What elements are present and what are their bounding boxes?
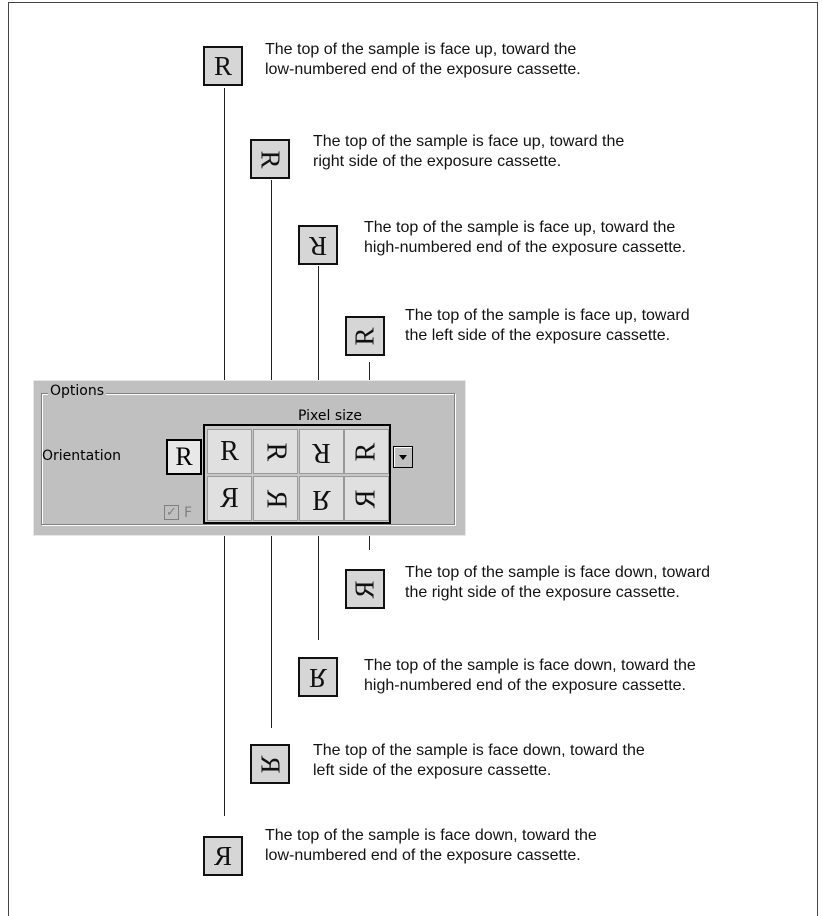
pixel-size-label: Pixel size [298, 408, 362, 424]
chevron-down-icon [399, 454, 407, 460]
checkbox-disabled: ✓ [164, 505, 179, 520]
orientation-option-face-up-low[interactable]: R [207, 429, 252, 474]
orientation-option-face-up-right[interactable]: R [253, 429, 298, 474]
options-group-title: Options [48, 383, 107, 399]
orientation-option-face-up-left[interactable]: R [344, 429, 389, 474]
pixel-size-dropdown-arrow[interactable] [393, 446, 413, 468]
callout-text-face-down-high: The top of the sample is face down, towa… [364, 657, 696, 694]
callout-icon-face-up-left: R [345, 316, 385, 356]
orientation-option-face-down-high[interactable]: R [299, 476, 344, 521]
checkbox-label-fragment: F [184, 505, 193, 521]
orientation-option-face-up-high[interactable]: R [299, 429, 344, 474]
callout-text-face-down-right: The top of the sample is face down, towa… [405, 564, 711, 601]
callout-text-face-up-left: The top of the sample is face up, toward… [405, 307, 690, 344]
callout-text-face-up-high: The top of the sample is face up, toward… [364, 219, 686, 256]
callout-icon-face-down-left: R [250, 744, 290, 784]
callout-icon-face-up-right: R [250, 139, 290, 179]
orientation-option-face-down-right[interactable]: R [344, 476, 389, 521]
callout-icon-face-down-high: R [298, 657, 338, 697]
callout-text-face-down-low: The top of the sample is face down, towa… [265, 827, 597, 864]
callout-text-face-up-low: The top of the sample is face up, toward… [265, 41, 581, 78]
orientation-button[interactable]: R [166, 439, 202, 475]
callout-icon-face-down-right: R [345, 569, 385, 609]
callout-icon-face-up-low: R [203, 46, 243, 86]
orientation-option-face-down-left[interactable]: R [253, 476, 298, 521]
callout-text-face-up-right: The top of the sample is face up, toward… [313, 133, 625, 170]
orientation-option-face-down-low[interactable]: R [207, 476, 252, 521]
orientation-popup-grid: R R R R R R R R [203, 424, 391, 524]
callout-icon-face-down-low: R [203, 836, 243, 876]
callout-icon-face-up-high: R [298, 225, 338, 265]
orientation-label: Orientation [42, 448, 122, 464]
callout-text-face-down-left: The top of the sample is face down, towa… [313, 742, 645, 779]
figure-frame [8, 2, 818, 916]
options-group: Options [41, 383, 455, 525]
